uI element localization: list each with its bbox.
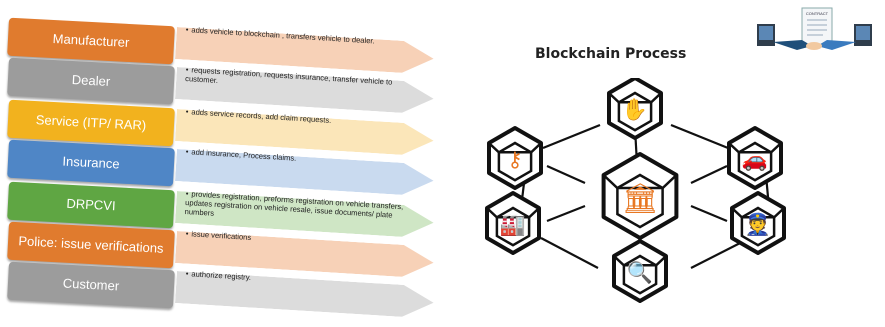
car-icon: 🚗 [742,147,768,171]
right-hand-icon [817,40,856,50]
process-flow: •adds vehicle to blockchain , transfers … [0,0,440,327]
bullet-icon: • [185,189,189,199]
blockchain-node: ✋ [607,78,663,140]
contract-handshake-illustration: CONTRACT [757,7,872,50]
step-label-box: Customer [7,261,175,309]
blockchain-node: 🚗 [727,126,783,190]
step-label-box: Police: issue verifications [7,221,175,269]
process-step: •authorize registry.Customer [7,261,436,304]
police-icon: 👮 [745,211,771,236]
contract-label: CONTRACT [806,11,829,16]
bullet-icon: • [185,107,189,117]
bullet-icon: • [185,269,189,279]
step-description-text: provides registration, preforms registra… [184,189,404,220]
step-label: Service (ITP/ RAR) [35,112,147,133]
step-label: Dealer [71,72,111,89]
bullet-icon: • [185,147,189,157]
process-step: •adds service records, add claim request… [7,99,436,142]
process-step: •requests registration, requests insuran… [7,57,436,100]
left-hand-icon [773,40,812,50]
blockchain-graph: ✋ ⚷ 🚗 🏛 🏭 👮 🔍 [485,78,786,303]
process-step: •provides registration, preforms registr… [7,181,436,224]
hand-coin-icon: ✋ [622,96,648,121]
step-label-box: DRPCVI [7,181,175,229]
step-label: Police: issue verifications [18,233,164,256]
people-search-icon: 🔍 [627,258,653,284]
bullet-icon: • [185,65,189,75]
step-label: DRPCVI [66,195,116,214]
process-step: •add insurance, Process claims.Insurance [7,139,436,182]
diagram-title: Blockchain Process [535,46,687,62]
process-step: •adds vehicle to blockchain , transfers … [7,17,436,60]
bank-icon: 🏛 [622,181,659,215]
contract-document-icon [801,7,833,47]
step-label-box: Insurance [7,139,175,187]
blockchain-node: 🏛 [601,152,679,240]
factory-icon: 🏭 [500,212,526,236]
step-description-text: requests registration, requests insuranc… [184,65,393,87]
blockchain-node: 🔍 [612,239,668,303]
blockchain-node: 🏭 [485,191,541,255]
step-label-box: Manufacturer [7,17,175,65]
bullet-icon: • [185,25,189,35]
step-label-box: Service (ITP/ RAR) [7,99,175,147]
step-label: Manufacturer [52,31,130,50]
blockchain-node: ⚷ [487,126,543,190]
step-label: Insurance [62,153,120,172]
step-label-box: Dealer [7,57,175,105]
bullet-icon: • [185,229,189,239]
blockchain-node: 👮 [730,191,786,255]
step-label: Customer [62,275,120,294]
key-icon: ⚷ [507,147,522,171]
